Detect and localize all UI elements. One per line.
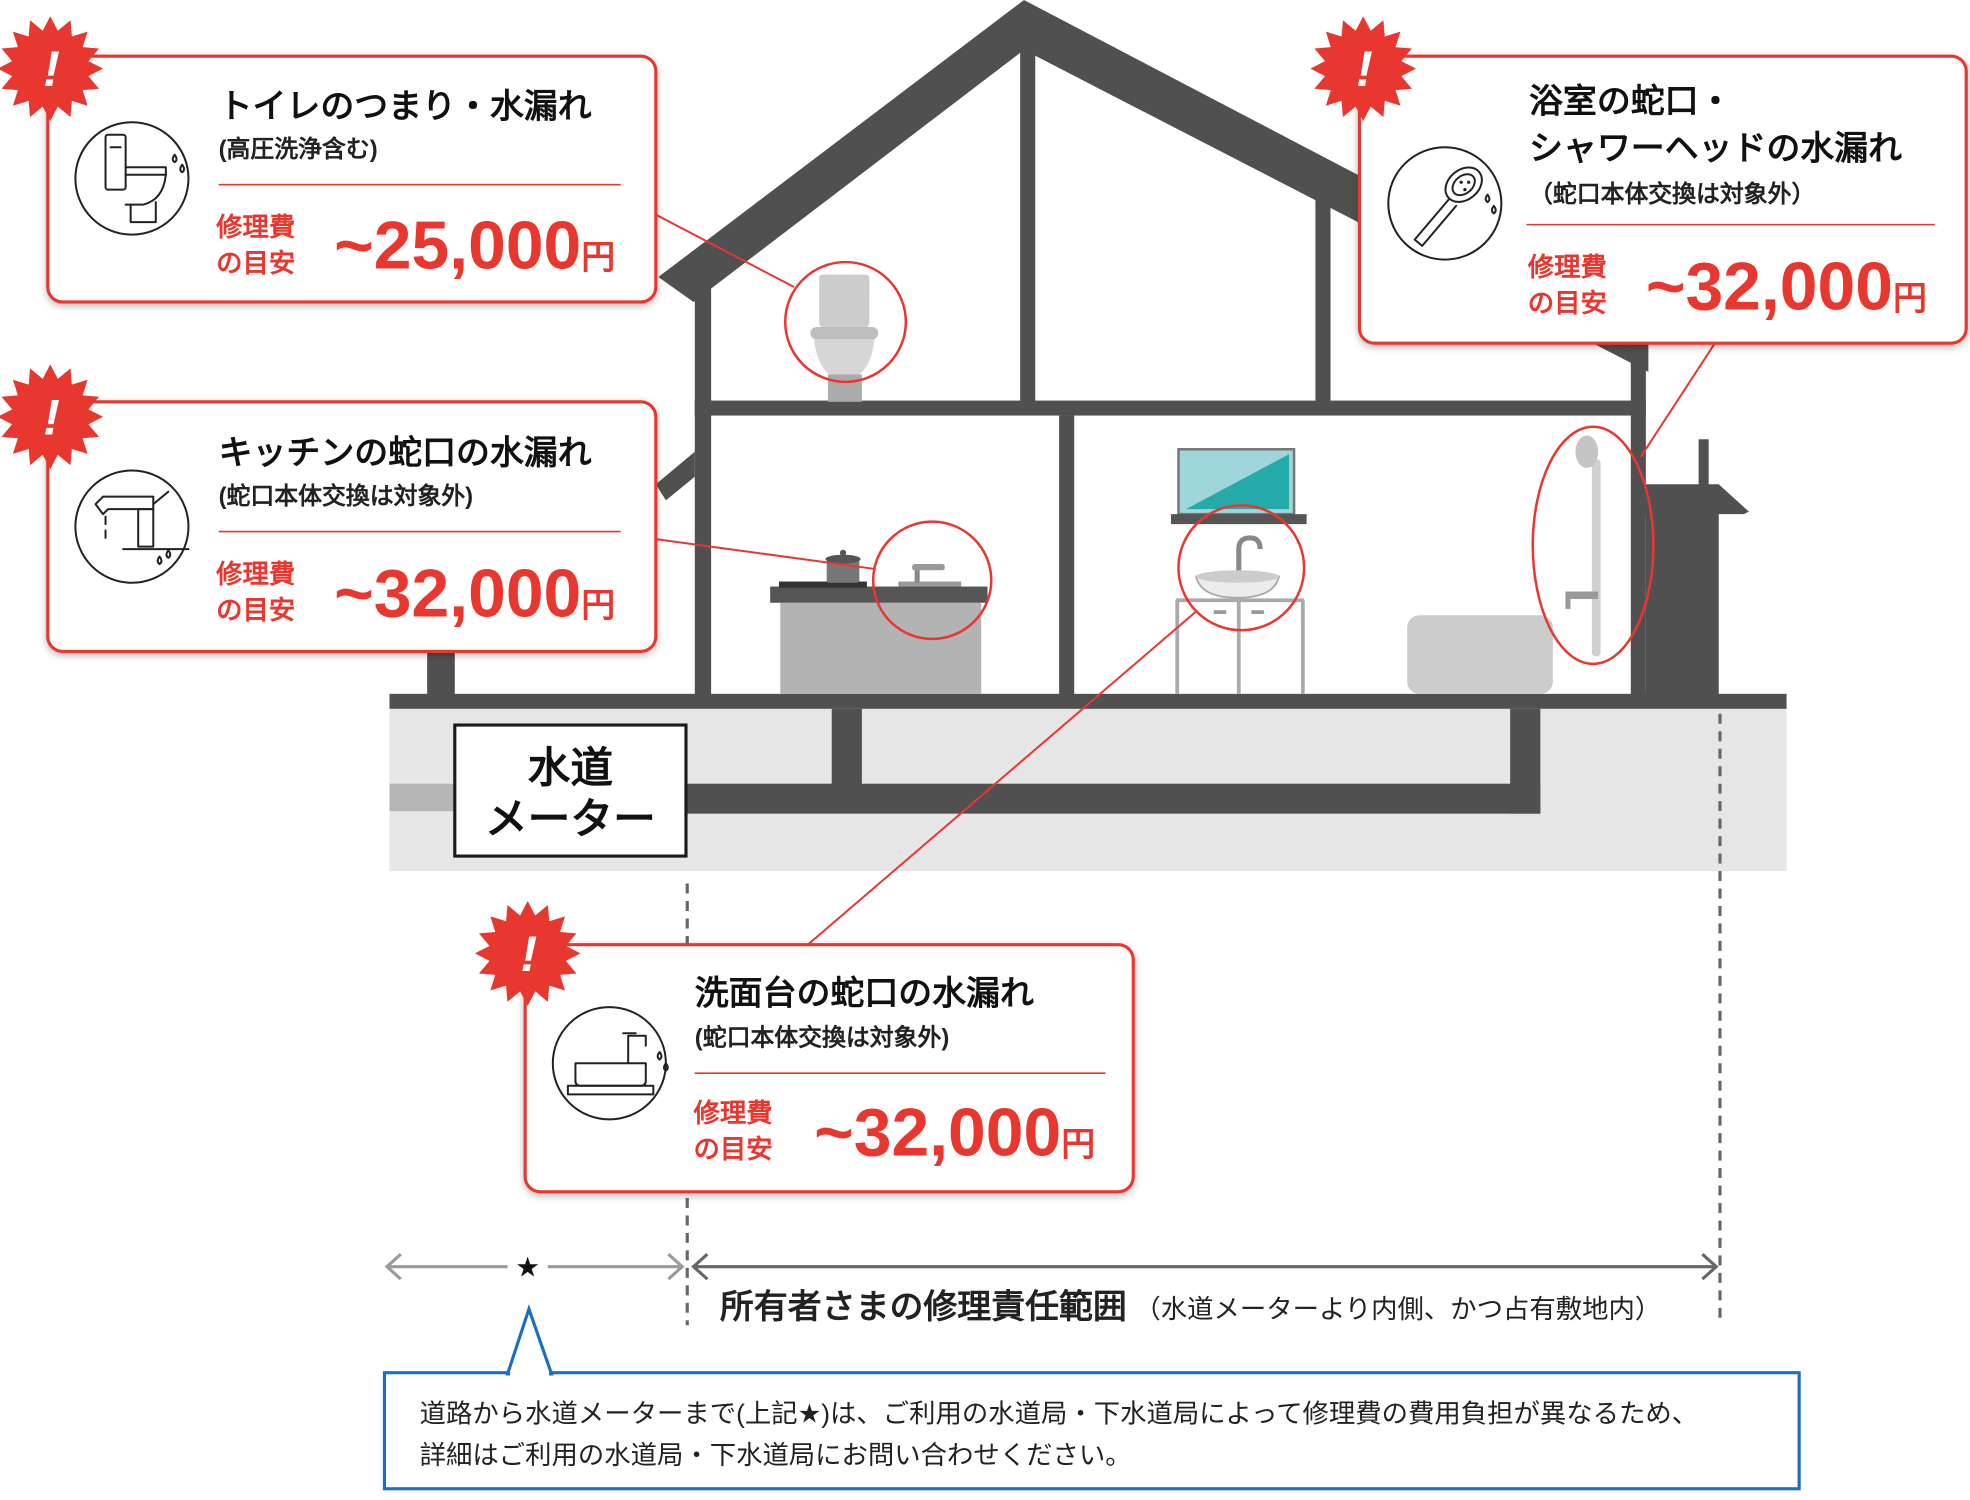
foundation-beam bbox=[684, 783, 1541, 814]
washbasin-icon bbox=[566, 1032, 669, 1096]
callout-washbasin: 洗面台の蛇口の水漏れ (蛇口本体交換は対象外) 修理費 の目安 ~32,000円… bbox=[474, 900, 1135, 1194]
washbasin-illustration bbox=[1170, 448, 1307, 694]
upper-right-wall bbox=[1315, 187, 1331, 404]
upper-center-wall bbox=[1020, 37, 1036, 404]
cost-label: 修理費 bbox=[1527, 252, 1607, 282]
cost-label: の目安 bbox=[216, 248, 295, 278]
washbasin-highlight-ring bbox=[1177, 504, 1306, 632]
price-value: ~25,000 bbox=[334, 209, 581, 284]
price-estimate: ~32,000円 bbox=[814, 1096, 1095, 1171]
cost-label: 修理費 bbox=[693, 1098, 773, 1128]
callout-note: （蛇口本体交換は対象外） bbox=[1529, 180, 1815, 208]
owner-responsibility-arrow bbox=[691, 1253, 1719, 1281]
callout-toilet: トイレのつまり・水漏れ (高圧洗浄含む) 修理費 の目安 ~25,000円 ! bbox=[0, 16, 658, 304]
toilet-icon bbox=[104, 133, 186, 224]
toilet-illustration bbox=[810, 274, 879, 402]
second-floor-slab bbox=[694, 400, 1646, 416]
cost-label: の目安 bbox=[216, 595, 295, 625]
alert-burst-icon bbox=[474, 900, 581, 1006]
annex-building bbox=[1645, 492, 1719, 699]
star-marker: ★ bbox=[515, 1252, 540, 1283]
left-post bbox=[427, 648, 455, 699]
kitchen-highlight-ring bbox=[871, 520, 993, 641]
owner-responsibility-caption: 所有者さまの修理責任範囲（水道メーターより内側、かつ占有敷地内） bbox=[720, 1288, 1661, 1326]
shower-head-icon bbox=[1413, 166, 1497, 247]
washbasin-connector-line bbox=[807, 610, 1197, 946]
info-note-pointer bbox=[505, 1304, 554, 1376]
cost-label: の目安 bbox=[694, 1134, 773, 1164]
owner-responsibility-title: 所有者さまの修理責任範囲 bbox=[720, 1288, 1127, 1326]
water-meter-box: 水道 メーター bbox=[453, 723, 688, 858]
annex-pipe bbox=[1698, 439, 1709, 490]
callout-kitchen: キッチンの蛇口の水漏れ (蛇口本体交換は対象外) 修理費 の目安 ~32,000… bbox=[0, 364, 658, 653]
foundation-post bbox=[1510, 708, 1541, 814]
right-outer-wall bbox=[1630, 326, 1646, 702]
annex-roof bbox=[1643, 484, 1749, 515]
info-note-box: 道路から水道メーターまで(上記★)は、ご利用の水道局・下水道局によって修理費の費… bbox=[382, 1304, 1801, 1491]
callout-title: 洗面台の蛇口の水漏れ bbox=[695, 975, 1034, 1013]
callout-title: トイレのつまり・水漏れ bbox=[219, 87, 592, 125]
alert-mark: ! bbox=[1356, 41, 1373, 97]
price-currency: 円 bbox=[581, 238, 615, 276]
water-meter-label: メーター bbox=[485, 796, 656, 844]
alert-burst-icon bbox=[1310, 16, 1416, 122]
callout-title: 浴室の蛇口・ bbox=[1529, 81, 1732, 120]
callout-title: キッチンの蛇口の水漏れ bbox=[219, 434, 592, 472]
alert-burst-icon bbox=[0, 364, 104, 470]
ground-floor-line bbox=[389, 693, 1787, 709]
lower-center-wall bbox=[1059, 415, 1075, 697]
price-value: ~32,000 bbox=[1646, 250, 1893, 325]
price-currency: 円 bbox=[1893, 280, 1927, 318]
shower-highlight-ring bbox=[1531, 425, 1655, 666]
public-section-arrow: ★ bbox=[384, 1250, 685, 1283]
shower-connector-line bbox=[1639, 342, 1716, 458]
price-estimate: ~32,000円 bbox=[334, 557, 615, 632]
left-outer-wall bbox=[694, 284, 712, 699]
callout-bathroom: 浴室の蛇口・ シャワーヘッドの水漏れ （蛇口本体交換は対象外） 修理費 の目安 … bbox=[1310, 16, 1968, 345]
owner-responsibility-note: （水道メーターより内側、かつ占有敷地内） bbox=[1134, 1294, 1661, 1324]
callout-note: (高圧洗浄含む) bbox=[219, 135, 378, 163]
price-estimate: ~32,000円 bbox=[1646, 250, 1927, 325]
callout-note: (蛇口本体交換は対象外) bbox=[219, 482, 474, 510]
callout-title: シャワーヘッドの水漏れ bbox=[1529, 130, 1902, 168]
alert-mark: ! bbox=[43, 389, 60, 445]
water-meter-label: 水道 bbox=[528, 745, 614, 793]
alert-mark: ! bbox=[43, 41, 60, 97]
lower-eave bbox=[655, 451, 695, 501]
kitchen-faucet-icon bbox=[94, 490, 190, 566]
cost-label: 修理費 bbox=[215, 559, 295, 589]
water-supply-pipe bbox=[389, 783, 459, 812]
info-note-line: 道路から水道メーターまで(上記★)は、ご利用の水道局・下水道局によって修理費の費… bbox=[420, 1399, 1698, 1429]
toilet-highlight-ring bbox=[783, 260, 908, 384]
callout-note: (蛇口本体交換は対象外) bbox=[695, 1024, 950, 1052]
price-currency: 円 bbox=[1061, 1126, 1095, 1164]
cost-label: 修理費 bbox=[215, 212, 295, 242]
alert-mark: ! bbox=[521, 926, 538, 982]
price-estimate: ~25,000円 bbox=[334, 209, 615, 284]
price-currency: 円 bbox=[581, 587, 615, 625]
roof bbox=[658, 0, 1649, 372]
alert-burst-icon bbox=[0, 16, 104, 122]
price-value: ~32,000 bbox=[814, 1096, 1061, 1171]
bathroom-illustration bbox=[1407, 435, 1601, 694]
foundation-post bbox=[831, 708, 862, 787]
cost-label: の目安 bbox=[1528, 288, 1607, 318]
kitchen-illustration bbox=[770, 549, 988, 694]
price-value: ~32,000 bbox=[334, 557, 581, 632]
toilet-connector-line bbox=[655, 213, 795, 288]
info-note-line: 詳細はご利用の水道局・下水道局にお問い合わせください。 bbox=[420, 1440, 1132, 1470]
kitchen-connector-line bbox=[655, 538, 876, 571]
